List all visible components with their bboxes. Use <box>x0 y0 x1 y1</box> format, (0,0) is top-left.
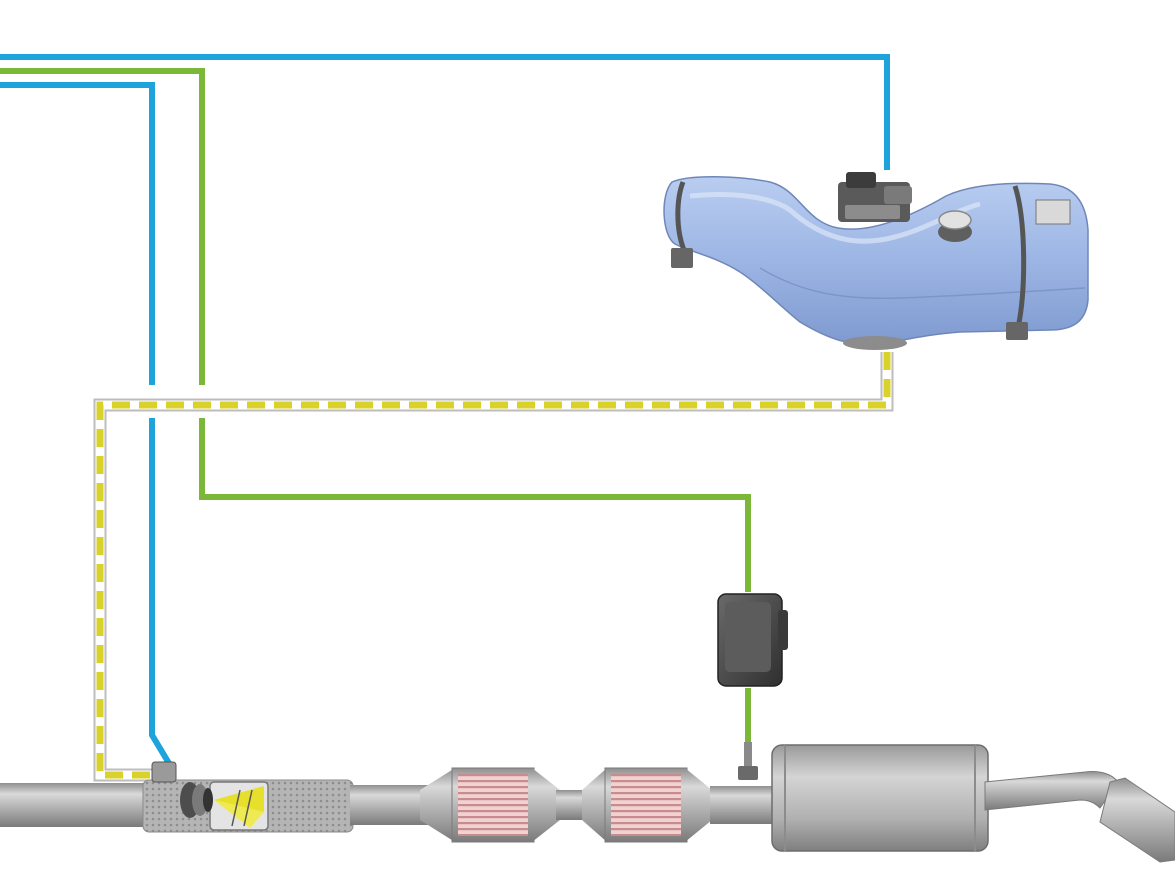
tank-label-plate <box>1035 199 1071 225</box>
tank-foot-right <box>1006 322 1028 340</box>
exhaust-system <box>0 742 1175 863</box>
green-line-module <box>199 418 751 592</box>
pump-unit-icon <box>838 172 912 222</box>
exhaust-pipe-inlet <box>0 783 150 827</box>
catalytic-converter-2 <box>582 767 712 843</box>
tank-seam <box>759 267 1086 300</box>
dosing-line-fill <box>95 352 892 780</box>
filler-cap-icon <box>938 210 972 242</box>
blue-line-injector <box>0 82 155 385</box>
muffler <box>771 744 989 852</box>
tank-base <box>843 336 907 350</box>
control-module-face <box>725 602 771 672</box>
wiring <box>0 54 894 782</box>
green-line-top <box>0 68 205 385</box>
control-module <box>717 593 788 687</box>
exhaust-pipe-mid <box>350 785 430 825</box>
tank-foot-left <box>671 248 693 268</box>
tail-pipe-tip <box>1099 777 1175 863</box>
adblue-tank <box>663 172 1089 350</box>
tail-pipe <box>984 771 1119 811</box>
exhaust-pipe-link <box>556 790 586 820</box>
dosing-injector <box>151 761 213 818</box>
catalytic-converter-1 <box>420 767 560 843</box>
control-module-connector <box>778 610 788 650</box>
dosing-line-yellow <box>96 352 891 779</box>
nox-sensor <box>738 742 758 780</box>
tank-highlight <box>689 192 981 244</box>
tank-strap-left <box>675 181 687 251</box>
exhaust-pipe-outlet <box>710 786 780 824</box>
blue-line-top <box>0 54 890 170</box>
blue-line-injector-lower <box>149 418 173 767</box>
tank-strap-right <box>1012 185 1027 329</box>
dosing-line-border <box>93 352 894 782</box>
tank-body <box>663 175 1089 346</box>
spray-window-icon <box>209 781 269 831</box>
